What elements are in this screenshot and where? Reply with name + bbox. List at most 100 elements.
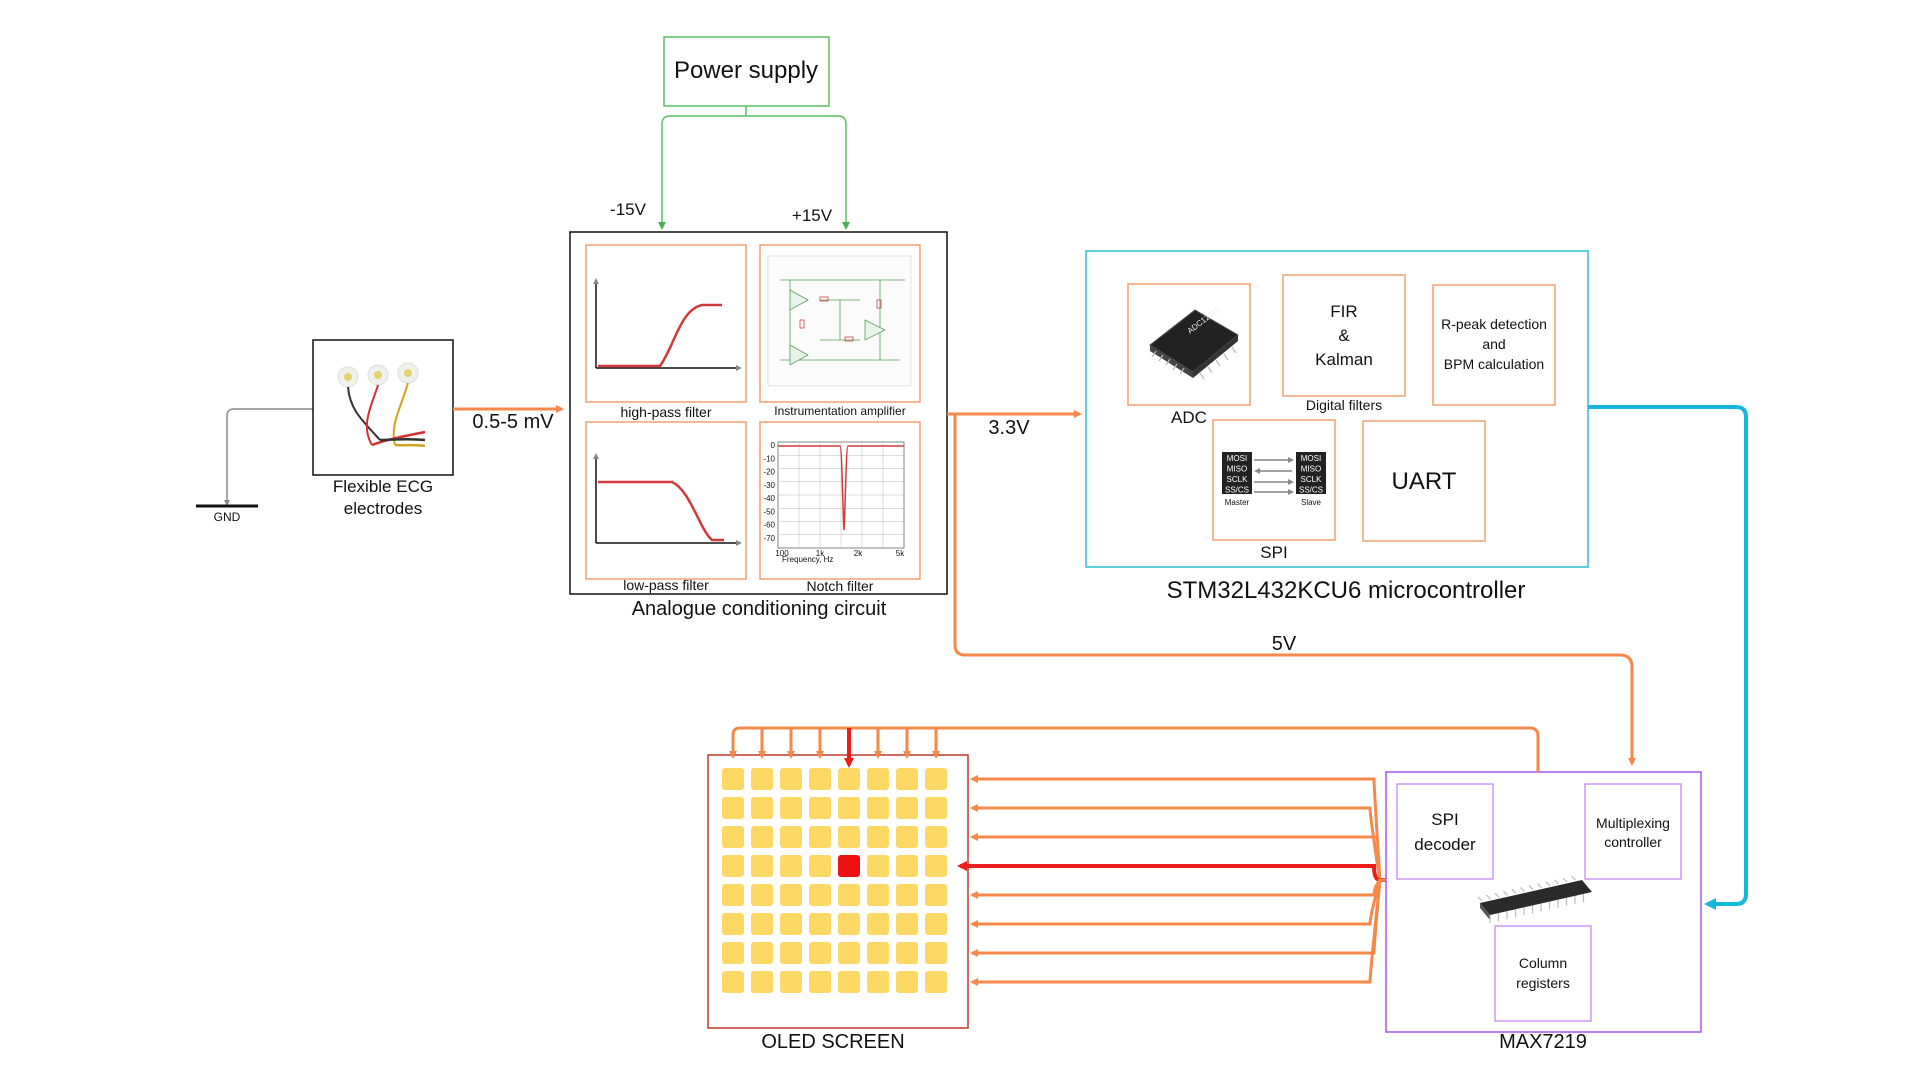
gnd-label: GND	[214, 510, 241, 524]
oled-pixel	[751, 768, 773, 790]
oled-title: OLED SCREEN	[761, 1031, 904, 1053]
oled-pixel	[925, 971, 947, 993]
spi-slave-label: Slave	[1301, 498, 1322, 507]
spi-master-pin: MISO	[1227, 465, 1247, 474]
power-supply-label: Power supply	[674, 57, 818, 84]
spi-master-pin: SCLK	[1227, 475, 1249, 484]
oled-pixel	[809, 797, 831, 819]
input-level-label: 0.5-5 mV	[472, 411, 554, 433]
digital-filters-block: FIR & Kalman Digital filters	[1282, 274, 1406, 413]
oled-screen: OLED SCREEN	[707, 754, 969, 1053]
oled-pixel	[896, 855, 918, 877]
oled-pixel	[722, 797, 744, 819]
oled-pixel	[809, 913, 831, 935]
column-bus-wire	[729, 726, 1540, 772]
spi-decoder-label-1: SPI	[1431, 810, 1458, 829]
spi-master-pin: SS/CS	[1225, 486, 1249, 495]
spi-decoder-block: SPI decoder	[1396, 783, 1494, 880]
oled-pixel	[896, 884, 918, 906]
oled-pixel	[838, 913, 860, 935]
power-rails	[658, 106, 850, 230]
oled-pixel	[722, 826, 744, 848]
notch-y-tick: -40	[763, 494, 775, 503]
oled-pixel	[780, 768, 802, 790]
analogue-conditioning-box: high-pass filter Instrumentation amplifi…	[569, 231, 948, 620]
oled-pixel	[809, 768, 831, 790]
oled-pixel	[751, 913, 773, 935]
oled-pixel	[867, 913, 889, 935]
oled-pixel	[867, 768, 889, 790]
notch-x-tick: 100	[775, 549, 789, 558]
notch-label: Notch filter	[807, 578, 874, 594]
high-pass-filter-panel: high-pass filter	[585, 244, 747, 420]
row-wire	[970, 878, 1386, 957]
oled-pixel	[809, 942, 831, 964]
oled-pixel	[809, 971, 831, 993]
hpf-label: high-pass filter	[620, 404, 711, 420]
spi-slave-pin: MISO	[1301, 465, 1321, 474]
oled-pixel	[751, 942, 773, 964]
rpeak-label-1: R-peak detection	[1441, 316, 1547, 332]
max-chip-icon	[1477, 875, 1592, 923]
analogue-title: Analogue conditioning circuit	[632, 598, 887, 620]
oled-pixel	[809, 884, 831, 906]
power-supply: Power supply	[663, 36, 830, 107]
oled-pixel	[780, 884, 802, 906]
electrodes-box: Flexible ECG electrodes	[312, 339, 454, 518]
oled-pixel	[751, 855, 773, 877]
oled-pixel	[751, 826, 773, 848]
power-arrows	[947, 410, 1636, 766]
oled-pixel	[925, 768, 947, 790]
spi-decoder-label-2: decoder	[1414, 835, 1476, 854]
low-pass-filter-panel: low-pass filter	[585, 421, 747, 593]
mux-label-2: controller	[1604, 834, 1662, 850]
notch-y-tick: -60	[763, 521, 775, 530]
spi-slave-pin: SS/CS	[1299, 486, 1323, 495]
row-wire	[970, 804, 1386, 882]
electrodes-caption-2: electrodes	[344, 499, 422, 518]
electrodes-caption-1: Flexible ECG	[333, 477, 433, 496]
oled-pixel	[722, 768, 744, 790]
v5-label: 5V	[1272, 633, 1297, 655]
oled-pixel	[867, 826, 889, 848]
oled-pixel	[867, 942, 889, 964]
oled-pixel	[722, 942, 744, 964]
oled-pixel	[751, 971, 773, 993]
oled-pixel	[896, 768, 918, 790]
row-wire	[970, 878, 1386, 986]
notch-y-tick: 0	[771, 441, 776, 450]
oled-pixel	[838, 971, 860, 993]
pos-rail-label: +15V	[792, 206, 833, 225]
oled-pixel	[751, 797, 773, 819]
mux-controller-block: Multiplexing controller	[1584, 783, 1682, 880]
oled-pixel	[780, 826, 802, 848]
notch-y-tick: -10	[763, 454, 775, 463]
oled-pixel	[838, 884, 860, 906]
adc-block: ADC12010 ADC	[1127, 283, 1251, 427]
oled-pixel	[722, 884, 744, 906]
row-wire	[970, 878, 1386, 928]
oled-pixel	[780, 913, 802, 935]
oled-pixel	[809, 855, 831, 877]
oled-pixel	[896, 971, 918, 993]
oled-pixel	[925, 942, 947, 964]
row-wire	[970, 775, 1386, 882]
rpeak-block: R-peak detection and BPM calculation	[1432, 284, 1556, 406]
digital-filters-label: Digital filters	[1306, 397, 1382, 413]
oled-pixel	[838, 797, 860, 819]
oled-pixel	[925, 913, 947, 935]
spi-master-label: Master	[1225, 498, 1250, 507]
spi-slave-pin: MOSI	[1301, 454, 1321, 463]
electrode-icon	[337, 362, 426, 448]
oled-pixel	[722, 913, 744, 935]
oled-pixel	[838, 942, 860, 964]
notch-x-tick: 1k	[816, 549, 825, 558]
rpeak-label-3: BPM calculation	[1444, 356, 1544, 372]
lpf-label: low-pass filter	[623, 577, 709, 593]
oled-pixel	[780, 942, 802, 964]
max7219-title: MAX7219	[1499, 1031, 1587, 1053]
oled-pixel	[925, 826, 947, 848]
